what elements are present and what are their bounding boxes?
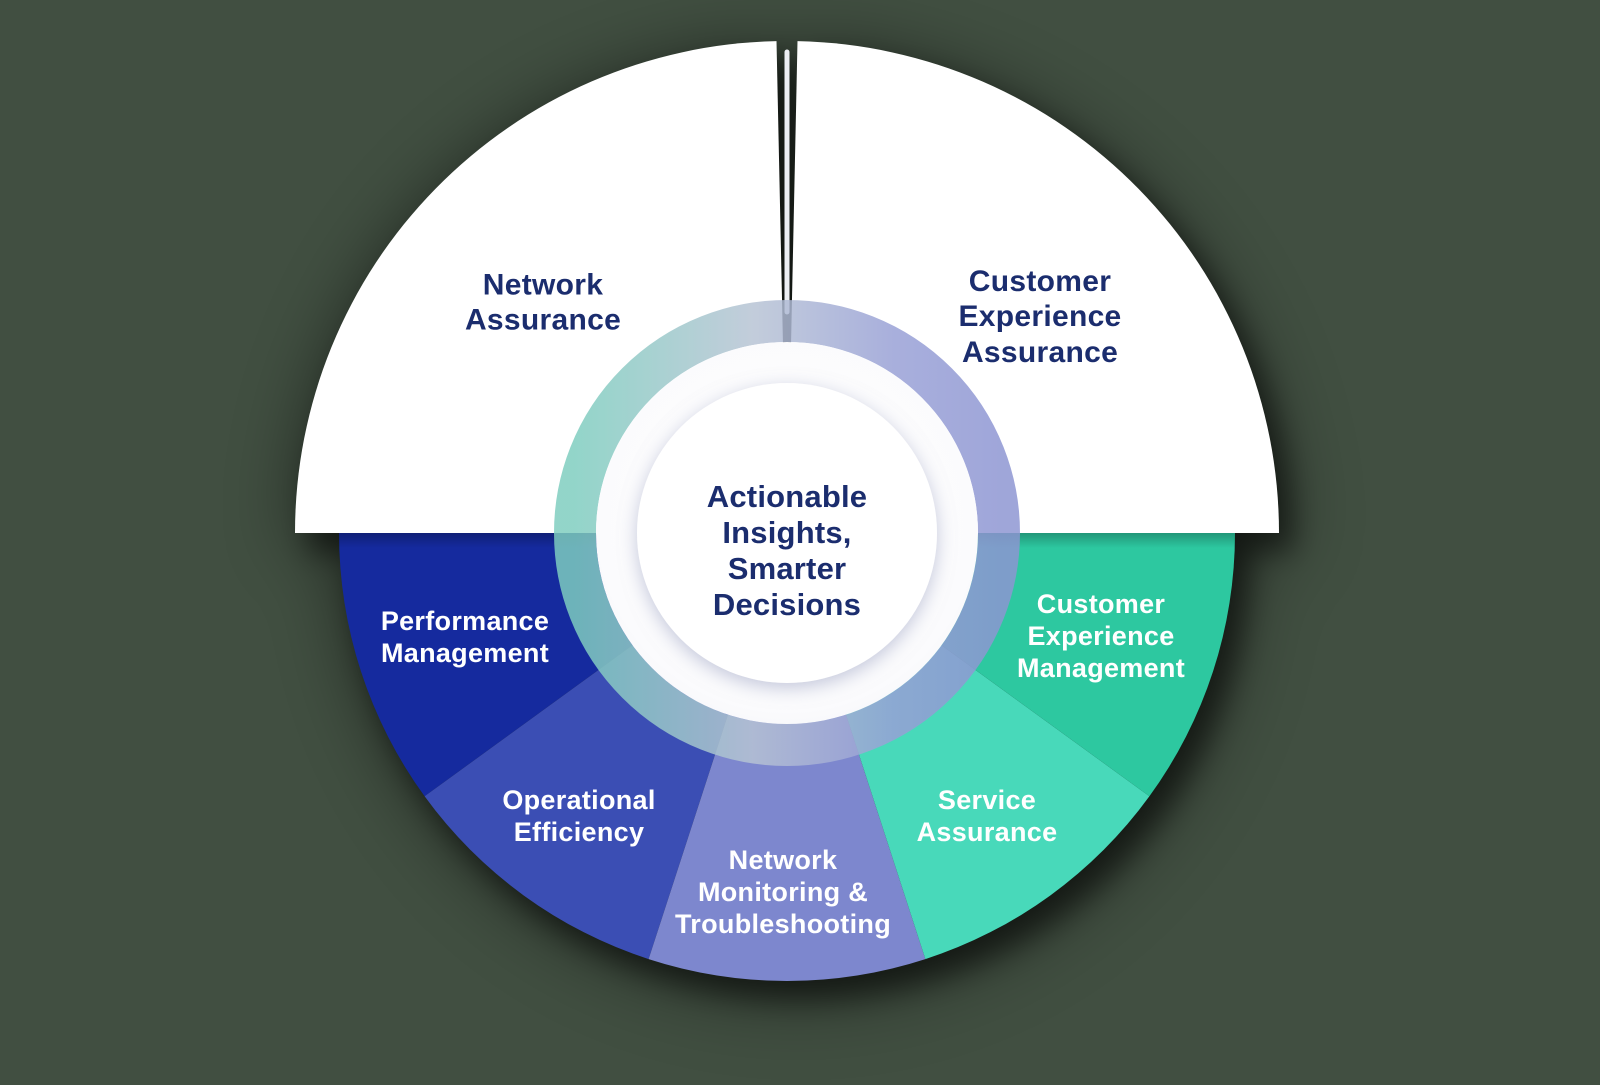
- gradient-ring: [554, 300, 1020, 766]
- center-disc: [637, 383, 937, 683]
